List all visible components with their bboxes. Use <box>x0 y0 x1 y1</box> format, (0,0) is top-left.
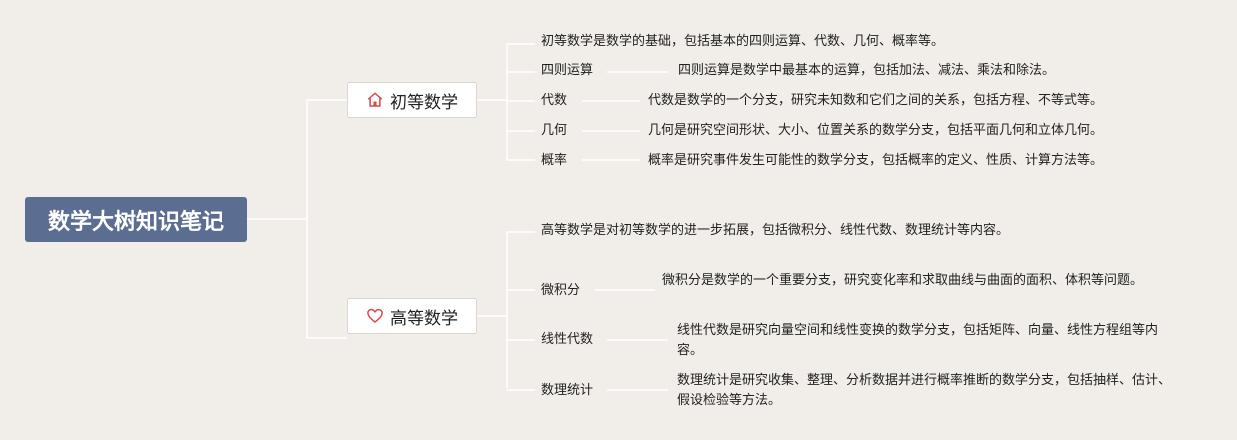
home-icon <box>367 92 383 107</box>
topic-desc: 代数是数学的一个分支，研究未知数和它们之间的关系，包括方程、不等式等。 <box>648 93 1104 108</box>
root-title: 数学大树知识笔记 <box>47 209 224 235</box>
topic-term[interactable]: 微积分 <box>541 283 581 298</box>
branch-node-advanced[interactable]: 高等数学 <box>347 298 477 334</box>
branch-node-elementary[interactable]: 初等数学 <box>347 82 477 118</box>
branch-label: 高等数学 <box>390 308 458 329</box>
root-node[interactable]: 数学大树知识笔记 <box>25 197 247 242</box>
topic-desc: 四则运算是数学中最基本的运算，包括加法、减法、乘法和除法。 <box>678 63 1056 78</box>
topic-desc: 几何是研究空间形状、大小、位置关系的数学分支，包括平面几何和立体几何。 <box>648 123 1104 138</box>
topic-desc: 微积分是数学的一个重要分支，研究变化率和求取曲线与曲面的面积、体积等问题。 <box>662 273 1144 288</box>
topic-desc: 数理统计是研究收集、整理、分析数据并进行概率推断的数学分支，包括抽样、估计、假设… <box>677 373 1172 408</box>
topic-term[interactable]: 几何 <box>541 123 568 138</box>
branch-summary: 高等数学是对初等数学的进一步拓展，包括微积分、线性代数、数理统计等内容。 <box>541 223 1010 238</box>
topic-desc: 概率是研究事件发生可能性的数学分支，包括概率的定义、性质、计算方法等。 <box>648 153 1104 168</box>
branch-summary: 初等数学是数学的基础，包括基本的四则运算、代数、几何、概率等。 <box>541 34 945 49</box>
topic-term[interactable]: 概率 <box>541 153 568 168</box>
topic-term[interactable]: 数理统计 <box>541 383 594 398</box>
topic-term[interactable]: 四则运算 <box>541 63 594 78</box>
branch-label: 初等数学 <box>390 92 458 113</box>
topic-desc: 线性代数是研究向量空间和线性变换的数学分支，包括矩阵、向量、线性方程组等内容。 <box>677 323 1159 358</box>
topic-term[interactable]: 线性代数 <box>541 332 594 347</box>
heart-icon <box>367 308 383 323</box>
topic-term[interactable]: 代数 <box>541 93 568 108</box>
